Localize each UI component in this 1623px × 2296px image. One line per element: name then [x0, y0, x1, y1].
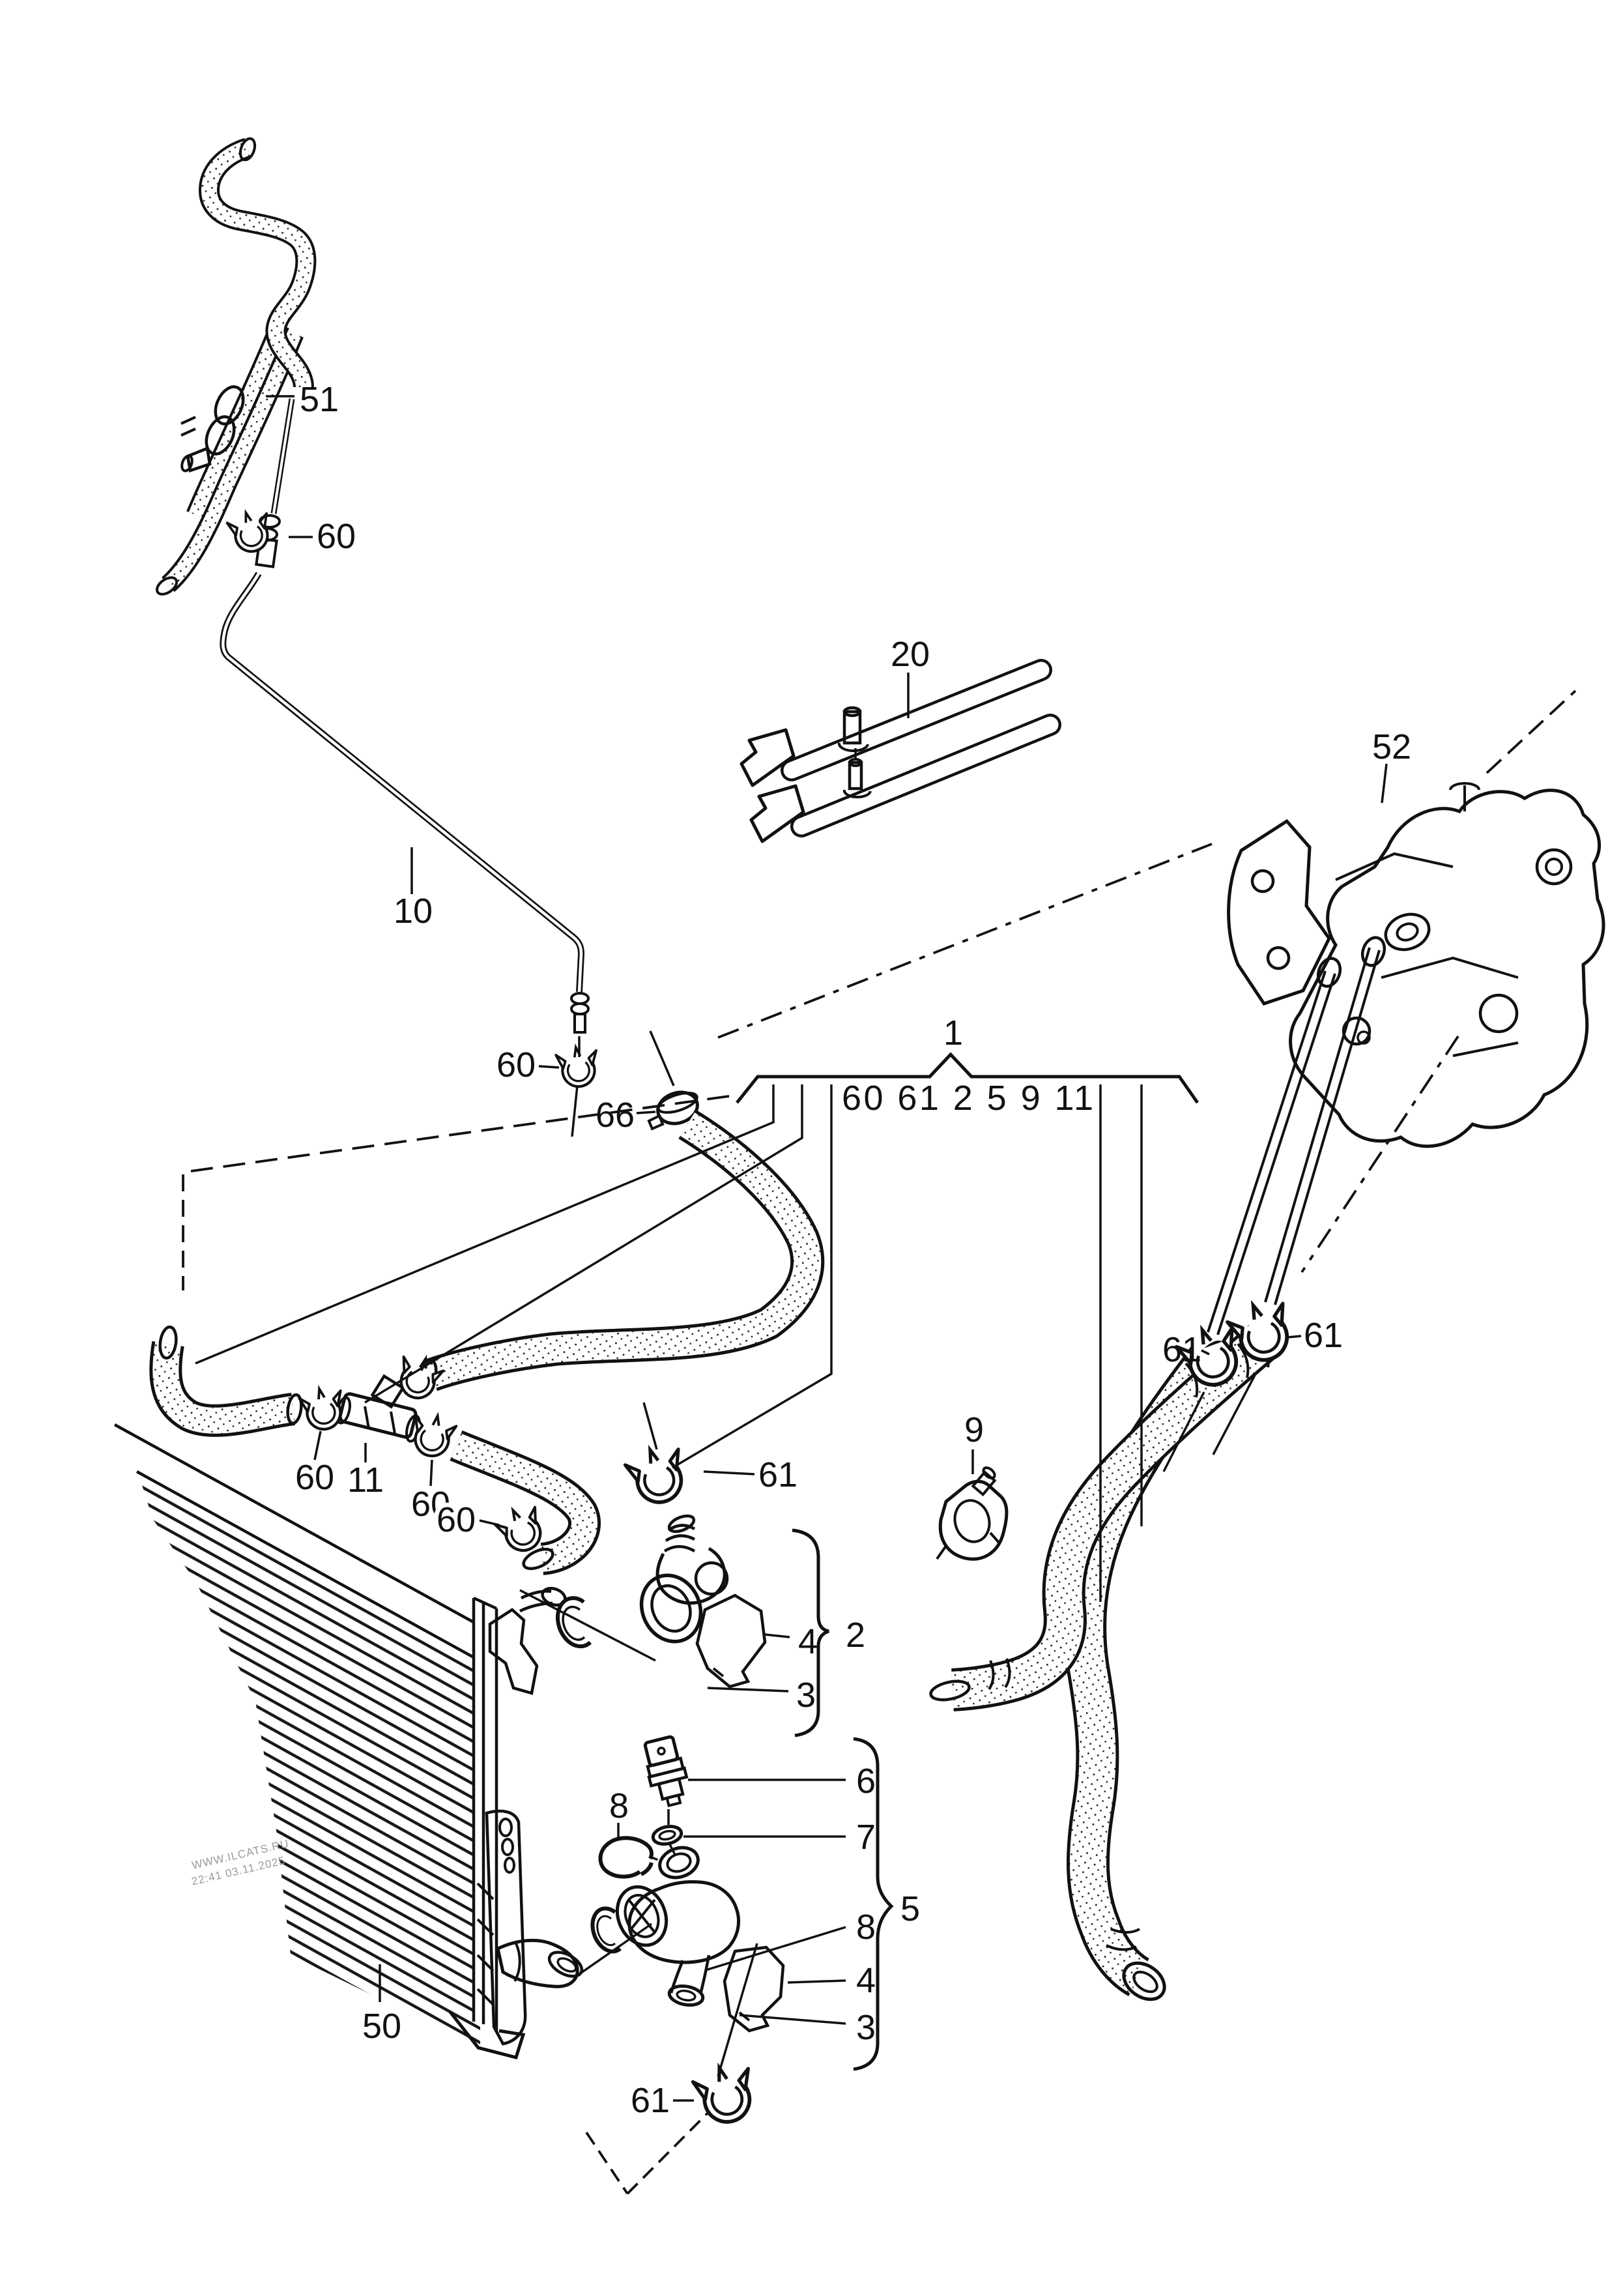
- callout-50: 50: [362, 2007, 401, 2046]
- o-ring-icon: [590, 1906, 622, 1954]
- t-branch-assembly: [158, 1325, 584, 1573]
- group-5-housing-assembly: [574, 1735, 894, 2129]
- temperature-sensor-6: [643, 1735, 689, 1807]
- radiator-bottom-outlet: [496, 1938, 579, 1988]
- brace-group-2: [792, 1528, 829, 1737]
- clamp-61-icon: [691, 2061, 760, 2129]
- callout-8: 8: [856, 1908, 876, 1947]
- callout-8: 8: [609, 1786, 629, 1825]
- coolant-housing-body: [627, 1880, 741, 1964]
- group-1-contents: 60 61 2 5 9 11: [842, 1079, 1093, 1118]
- radiator-fins: [139, 1477, 480, 2046]
- callout-1: 1: [943, 1013, 963, 1053]
- callout-9: 9: [964, 1410, 984, 1449]
- group-2-elbow-assembly: [519, 1402, 829, 1737]
- callout-7: 7: [856, 1818, 876, 1857]
- callout-61: 61: [631, 2081, 670, 2120]
- callout-52: 52: [1372, 727, 1411, 766]
- o-ring-icon: [556, 1596, 592, 1649]
- callout-4: 4: [856, 1961, 876, 2000]
- y-hose-assembly: [929, 1296, 1299, 2001]
- callout-6: 6: [856, 1762, 876, 1801]
- retaining-clip-8-icon: [598, 1836, 654, 1879]
- callout-2: 2: [846, 1616, 865, 1655]
- callout-4: 4: [798, 1622, 818, 1661]
- part-10-pipe: [220, 572, 601, 1137]
- thermostat-outline: [695, 1593, 767, 1689]
- callout-60: 60: [411, 1485, 450, 1524]
- callout-60: 60: [496, 1045, 536, 1084]
- callout-11: 11: [347, 1460, 384, 1500]
- phantom-boundary-lines: [182, 690, 1577, 2195]
- part-9-holder: [936, 1466, 1009, 1561]
- part-52-housing: [1207, 782, 1605, 1335]
- leader-lines: [266, 395, 1388, 2102]
- callout-61: 61: [1162, 1330, 1201, 1369]
- callout-3: 3: [856, 2008, 876, 2047]
- o-ring-7-icon: [651, 1824, 683, 1846]
- callout-61: 61: [758, 1455, 797, 1494]
- callout-20: 20: [891, 635, 930, 674]
- group-1-brace: [195, 1052, 1199, 1602]
- callout-3: 3: [796, 1676, 816, 1715]
- clamp-61-icon: [623, 1442, 692, 1509]
- thermostat-outline: [723, 1945, 785, 2033]
- callout-61: 61: [1304, 1316, 1343, 1355]
- callout-51: 51: [300, 380, 339, 419]
- brace-group-5: [853, 1737, 894, 2071]
- callout-labels: 51 60 20 52 10 60 66 1 60 61 2 5 9 11 61…: [295, 380, 1411, 2120]
- hose-66-branch: [416, 1124, 807, 1394]
- rod-arrow-end: [740, 728, 796, 787]
- part-11-t-connector: [336, 1374, 421, 1443]
- callout-60: 60: [317, 517, 356, 556]
- metal-pipes-52: [1207, 947, 1381, 1335]
- clamp-60-icon: [555, 1045, 601, 1089]
- callout-5: 5: [900, 1889, 920, 1928]
- clamp-60-icon: [408, 1412, 457, 1460]
- callout-10: 10: [394, 892, 433, 931]
- watermark: WWW.ILCATS.RU 22:41 03.11.2025: [190, 1837, 290, 1888]
- callout-60: 60: [437, 1500, 476, 1539]
- callout-66: 66: [596, 1096, 635, 1135]
- part-66-clamp: [647, 1030, 699, 1131]
- part-51-hose-assembly: [155, 137, 306, 596]
- callout-60: 60: [295, 1458, 334, 1497]
- part-20-pipes: [740, 659, 1061, 843]
- rod-arrow-end: [749, 784, 805, 843]
- clamp-60-icon: [298, 1385, 348, 1433]
